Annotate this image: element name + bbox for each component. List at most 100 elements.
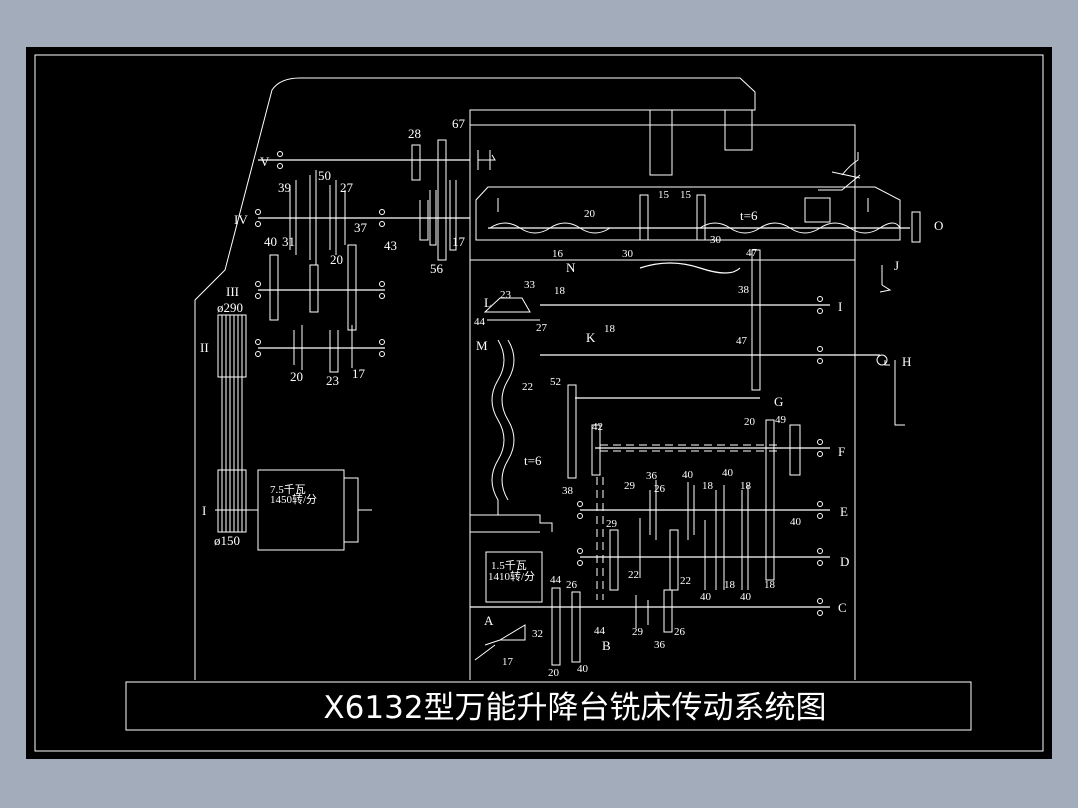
gear-number: 17 (452, 234, 466, 249)
transmission-diagram: X6132型万能升降台铣床传动系统图 7.5千瓦 1450转/分 ø290 ø1… (34, 54, 1044, 752)
pitch-label-table: t=6 (740, 208, 758, 223)
gear-number: 20 (290, 369, 303, 384)
gear-number: 39 (278, 180, 291, 195)
main-motor: 7.5千瓦 1450转/分 (215, 469, 372, 551)
main-motor-power: 7.5千瓦 (270, 483, 306, 496)
shaft-labels: V IV III II I A B C D E F G H I J K L M … (200, 154, 943, 653)
table-feed (488, 174, 921, 274)
gear-number: 42 (592, 421, 603, 433)
gear-number: 50 (318, 168, 331, 183)
pulley-bottom-diameter: ø150 (214, 533, 240, 548)
gear-number: 17 (352, 366, 366, 381)
handwheels (831, 152, 905, 426)
gear-number: 26 (654, 483, 666, 495)
gear-number: 44 (550, 574, 562, 586)
gear-number: 36 (646, 470, 658, 482)
gear-number: 33 (524, 279, 536, 291)
gear-number: 47 (736, 335, 748, 347)
gear-number: 23 (326, 373, 339, 388)
gear-number: 17 (502, 656, 514, 668)
gear-number: 22 (680, 575, 691, 587)
gear-number: 52 (550, 376, 561, 388)
gear-number: 31 (282, 234, 295, 249)
gear-number: 16 (552, 248, 564, 260)
shaft-label-E: E (840, 504, 848, 519)
shaft-label-F: F (838, 444, 845, 459)
shaft-label-C: C (838, 600, 847, 615)
diagram-title: X6132型万能升降台铣床传动系统图 (323, 690, 826, 726)
gear-number: 20 (584, 208, 596, 220)
gear-number: 18 (604, 323, 616, 335)
gear-number: 22 (522, 381, 533, 393)
gear-number: 18 (702, 480, 714, 492)
pulley-top-diameter: ø290 (217, 300, 243, 315)
gear-number: 29 (606, 518, 618, 530)
gear-number: 18 (764, 579, 776, 591)
shaft-label-H: H (902, 354, 911, 369)
shaft-label-N: N (566, 260, 576, 275)
shaft-label-L: L (484, 295, 492, 310)
gear-number: 40 (682, 469, 694, 481)
gear-number: 40 (722, 467, 734, 479)
shaft-label-A: A (484, 613, 494, 628)
inner-border (34, 54, 1044, 752)
gear-number: 20 (330, 252, 343, 267)
shaft-label-M: M (476, 338, 488, 353)
shaft-label-K: K (586, 330, 596, 345)
gear-number: 18 (740, 480, 752, 492)
gear-number: 36 (654, 639, 666, 651)
shaft-label-I: I (202, 503, 206, 518)
shaft-label-III: III (226, 284, 239, 299)
shaft-label-G: G (774, 394, 783, 409)
gear-number: 23 (500, 289, 512, 301)
gear-number: 40 (740, 591, 752, 603)
gear-number: 18 (724, 579, 736, 591)
gear-number: 29 (632, 626, 644, 638)
gear-number: 38 (738, 284, 750, 296)
gear-number: 67 (452, 116, 466, 131)
bearings (255, 151, 823, 616)
gear-numbers: 28 67 39 50 27 40 31 37 20 43 17 56 20 2… (264, 116, 802, 679)
shaft-label-B: B (602, 638, 611, 653)
shaft-label-J: J (894, 258, 899, 273)
spindle-shafts (258, 139, 496, 373)
gear-number: 15 (658, 189, 670, 201)
gear-number: 37 (354, 220, 368, 235)
gear-number: 18 (554, 285, 566, 297)
gear-number: 44 (474, 316, 486, 328)
gear-number: 38 (562, 485, 574, 497)
gear-number: 47 (746, 247, 758, 259)
shaft-label-V: V (260, 154, 270, 169)
gear-number: 15 (680, 189, 692, 201)
gear-number: 20 (548, 667, 560, 679)
feed-motor: 1.5千瓦 1410转/分 (470, 297, 553, 661)
gear-number: 40 (577, 663, 589, 675)
gear-number: 40 (700, 591, 712, 603)
drawing-sheet: X6132型万能升降台铣床传动系统图 7.5千瓦 1450转/分 ø290 ø1… (26, 47, 1052, 759)
gear-number: 27 (340, 180, 354, 195)
gear-number: 28 (408, 126, 421, 141)
shaft-label-IV: IV (234, 212, 248, 227)
gear-number: 30 (710, 234, 722, 246)
gear-number: 26 (566, 579, 578, 591)
gear-number: 49 (775, 414, 787, 426)
gear-number: 44 (594, 625, 606, 637)
gear-number: 30 (622, 248, 634, 260)
gear-number: 56 (430, 261, 444, 276)
gear-number: 29 (624, 480, 636, 492)
gear-number: 32 (532, 628, 543, 640)
feed-motor-power: 1.5千瓦 (491, 559, 527, 572)
shaft-label-O: O (934, 218, 943, 233)
shaft-label-I-right: I (838, 299, 842, 314)
belt-drive: ø290 ø150 (214, 300, 247, 548)
gear-number: 40 (264, 234, 277, 249)
gear-number: 40 (790, 516, 802, 528)
gear-number: 22 (628, 569, 639, 581)
main-motor-speed: 1450转/分 (270, 492, 317, 506)
feed-gearbox-shafts (470, 249, 880, 666)
gear-number: 27 (536, 322, 548, 334)
feed-motor-speed: 1410转/分 (488, 569, 535, 583)
title-box (125, 681, 972, 731)
gear-number: 26 (674, 626, 686, 638)
gear-number: 43 (384, 238, 397, 253)
